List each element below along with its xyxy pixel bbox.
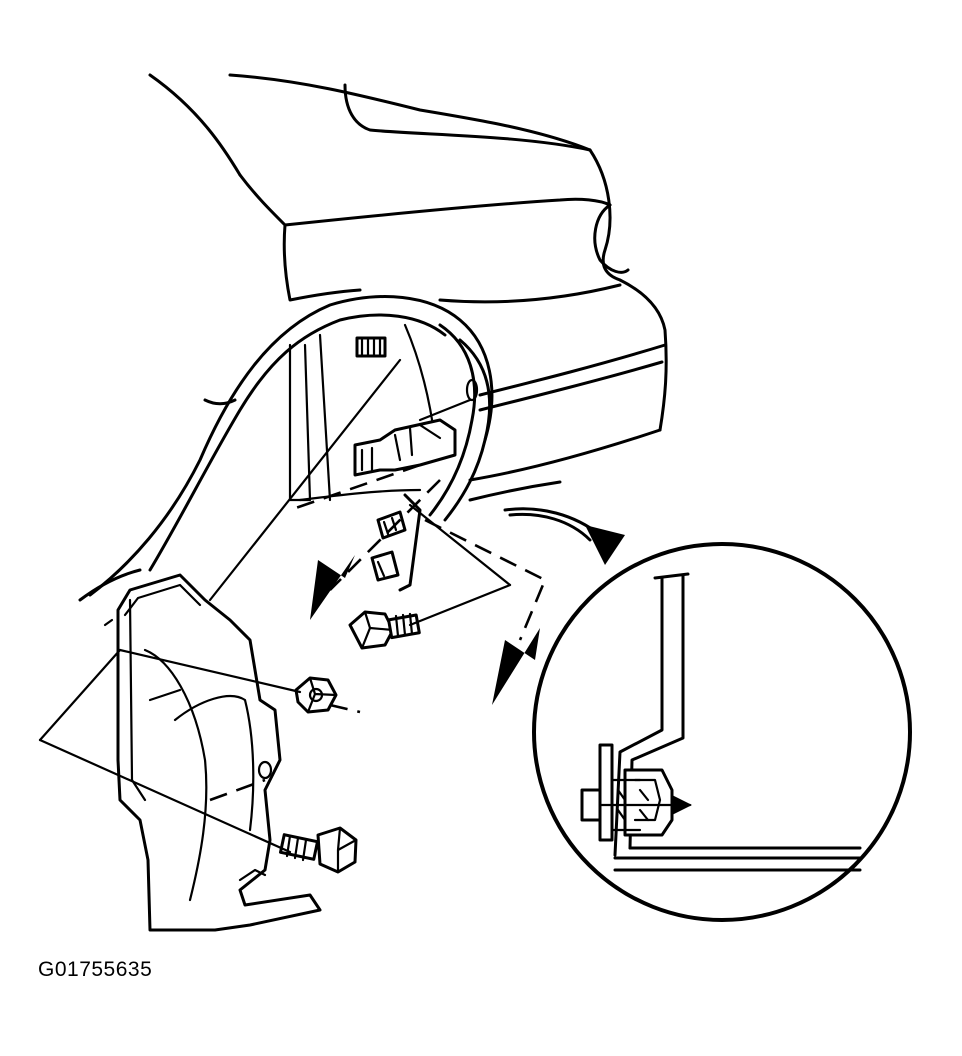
inset-clip-body (623, 768, 674, 837)
detail-circle (532, 542, 912, 922)
inset-clip-head (580, 788, 602, 822)
detail-inset (532, 542, 912, 922)
bumper-bottom-line (468, 480, 562, 502)
liner-tab (238, 868, 267, 882)
leader-bracket (418, 398, 472, 422)
push-clip-2 (370, 550, 400, 582)
nut-left (294, 676, 338, 714)
dash-2 (424, 518, 547, 641)
bolt-upper (348, 610, 421, 650)
leader-bolt (408, 583, 512, 627)
wheelwell-strut-2 (318, 333, 332, 502)
bumper-mid-line (478, 343, 667, 397)
leader-nut (118, 648, 302, 694)
trunk-rear-edge (588, 148, 622, 282)
dash-4 (329, 703, 361, 714)
direction-arrows (310, 507, 625, 705)
bumper-mid-line-2 (478, 360, 664, 412)
liner-contour-2 (173, 695, 255, 832)
arrow-down-left-icon (310, 555, 355, 620)
c-pillar-line (148, 73, 242, 177)
inset-clip-base (598, 743, 614, 842)
liner-edge-right (428, 323, 477, 517)
vehicle-rear-quarter (78, 73, 668, 602)
liner-contour-1 (143, 648, 208, 902)
wheelwell-floor (298, 488, 422, 502)
liner-edge-right-2 (443, 338, 492, 522)
upper-stud (355, 336, 387, 358)
liner-hole (465, 378, 479, 402)
bumper-end (618, 278, 668, 432)
push-clips (370, 493, 422, 592)
trunk-lid-line (238, 173, 612, 227)
leader-stud (208, 358, 402, 602)
liner-bolt-hole (257, 760, 273, 780)
fender-liner (116, 573, 322, 932)
clip-pointer-wedge (398, 493, 422, 592)
dashed-guides (209, 463, 547, 802)
dash-3 (289, 463, 421, 512)
roof-edge-line (228, 73, 592, 152)
liner-tip (103, 618, 114, 627)
inset-flange-left (613, 576, 664, 857)
curved-arrow-stem-2 (508, 512, 592, 542)
curved-arrow-head-icon (585, 525, 625, 565)
lower-body-line (78, 568, 142, 602)
curved-arrow-stem (503, 507, 602, 537)
liner-rib (148, 688, 182, 702)
quarter-panel-line (282, 223, 362, 302)
bolt-lower (279, 826, 358, 874)
figure-code-label: G01755635 (38, 958, 153, 981)
bumper-lower-line (468, 428, 662, 482)
leader-clip (408, 503, 512, 587)
rear-window-edge (343, 83, 592, 152)
liner-inner-edge (128, 598, 147, 802)
leader-liner-1 (38, 648, 122, 742)
fender-liner-assembly (103, 573, 322, 932)
leader-liner-2 (38, 738, 292, 854)
inset-clip-tip-icon (672, 795, 692, 815)
dash-1 (329, 479, 441, 591)
taillight-contour (593, 203, 630, 274)
dash-5 (209, 778, 266, 802)
leader-lines (38, 358, 512, 854)
bumper-top-line (438, 283, 622, 304)
wheel-arch-outer (88, 295, 494, 597)
arrow-down-right-icon (492, 628, 540, 705)
wheel-arch-inner (148, 313, 447, 572)
body-crease (203, 398, 237, 406)
liner-flange-top (123, 583, 202, 617)
liner-bracket (353, 418, 457, 477)
push-clip-1 (376, 510, 407, 540)
